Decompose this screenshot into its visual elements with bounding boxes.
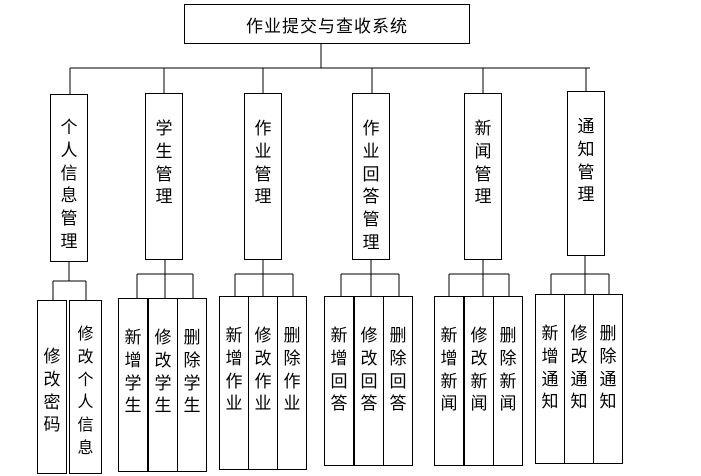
module-label: 学 生 管 理: [155, 119, 173, 208]
root-node: 作业提交与查收系统: [184, 4, 470, 44]
leaf-label: 删 除 作 业: [283, 326, 301, 415]
leaf-label: 新 增 新 闻: [440, 326, 458, 415]
leaf-label: 删 除 新 闻: [499, 326, 517, 415]
leaf-delete-news: 删 除 新 闻: [493, 296, 523, 466]
leaf-edit-profile: 修 改 个 人 信 息: [69, 300, 102, 474]
module-label: 作 业 回 答 管 理: [362, 119, 380, 253]
leaf-add-student: 新 增 学 生: [118, 298, 148, 472]
leaf-label: 修 改 密 码: [43, 347, 61, 436]
root-label: 作业提交与查收系统: [246, 16, 408, 37]
module-label: 作 业 管 理: [254, 119, 272, 208]
leaf-label: 修 改 学 生: [154, 328, 172, 417]
leaf-label: 删 除 通 知: [599, 324, 617, 413]
leaf-label: 新 增 学 生: [124, 328, 142, 417]
leaf-label: 删 除 学 生: [183, 328, 201, 417]
leaf-label: 修 改 回 答: [360, 326, 378, 415]
leaf-edit-news: 修 改 新 闻: [464, 296, 494, 466]
leaf-label: 修 改 个 人 信 息: [77, 324, 94, 457]
leaf-delete-notice: 删 除 通 知: [593, 294, 623, 464]
leaf-edit-notice: 修 改 通 知: [564, 294, 594, 464]
leaf-label: 删 除 回 答: [389, 326, 407, 415]
module-label: 通 知 管 理: [577, 117, 595, 206]
leaf-delete-student: 删 除 学 生: [177, 298, 207, 472]
leaf-change-password: 修 改 密 码: [37, 300, 67, 474]
leaf-label: 新 增 作 业: [225, 326, 243, 415]
leaf-add-notice: 新 增 通 知: [535, 294, 565, 464]
module-label: 新 闻 管 理: [474, 119, 492, 208]
leaf-add-answer: 新 增 回 答: [324, 296, 354, 466]
leaf-delete-homework: 删 除 作 业: [277, 296, 307, 470]
leaf-delete-answer: 删 除 回 答: [383, 296, 413, 466]
module-notice: 通 知 管 理: [567, 91, 605, 256]
leaf-add-news: 新 增 新 闻: [434, 296, 464, 466]
leaf-add-homework: 新 增 作 业: [219, 296, 249, 470]
leaf-label: 新 增 通 知: [541, 324, 559, 413]
module-label: 个 人 信 息 管 理: [60, 118, 78, 252]
leaf-edit-student: 修 改 学 生: [148, 298, 178, 472]
module-personal-info: 个 人 信 息 管 理: [50, 94, 88, 262]
leaf-edit-answer: 修 改 回 答: [354, 296, 384, 466]
leaf-label: 新 增 回 答: [330, 326, 348, 415]
leaf-label: 修 改 作 业: [254, 326, 272, 415]
leaf-edit-homework: 修 改 作 业: [248, 296, 278, 470]
leaf-label: 修 改 通 知: [570, 324, 588, 413]
module-student: 学 生 管 理: [145, 93, 183, 260]
module-news: 新 闻 管 理: [464, 93, 502, 260]
leaf-label: 修 改 新 闻: [470, 326, 488, 415]
module-answer: 作 业 回 答 管 理: [352, 93, 390, 260]
module-homework: 作 业 管 理: [244, 93, 282, 260]
